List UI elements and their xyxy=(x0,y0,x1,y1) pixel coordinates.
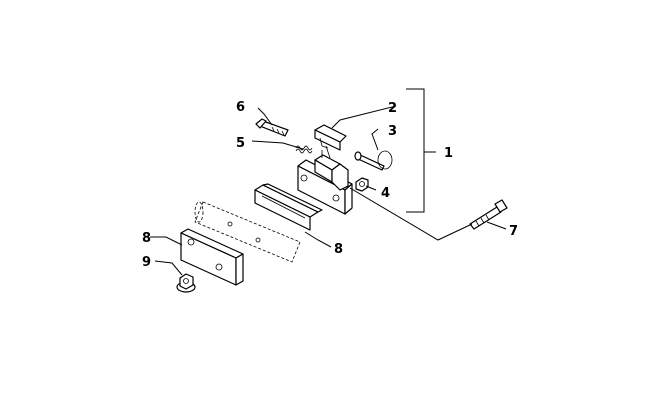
callout-6: 6 xyxy=(236,100,245,115)
bolt-long xyxy=(469,199,508,230)
torsion-spring xyxy=(295,145,313,154)
callout-4: 4 xyxy=(381,186,390,201)
callout-8-upper: 8 xyxy=(334,242,343,257)
phantom-mounting-bar xyxy=(194,201,301,263)
flange-nut xyxy=(176,273,196,293)
pivot-clip xyxy=(314,124,347,151)
callout-5: 5 xyxy=(236,136,245,151)
callout-8-lower: 8 xyxy=(142,231,151,246)
leader-lines xyxy=(150,105,507,276)
callout-7: 7 xyxy=(509,224,518,239)
bolt-short xyxy=(255,118,289,137)
callout-1: 1 xyxy=(444,146,453,161)
assembly-bracket xyxy=(406,88,436,213)
lower-clamp-plate xyxy=(180,228,244,286)
callout-9: 9 xyxy=(142,255,151,270)
latch-hook xyxy=(314,145,349,191)
lock-nut xyxy=(355,177,369,192)
clevis-pin xyxy=(354,150,393,171)
callout-3: 3 xyxy=(388,124,397,139)
upper-channel-bracket xyxy=(254,183,323,231)
callout-2: 2 xyxy=(388,101,397,116)
